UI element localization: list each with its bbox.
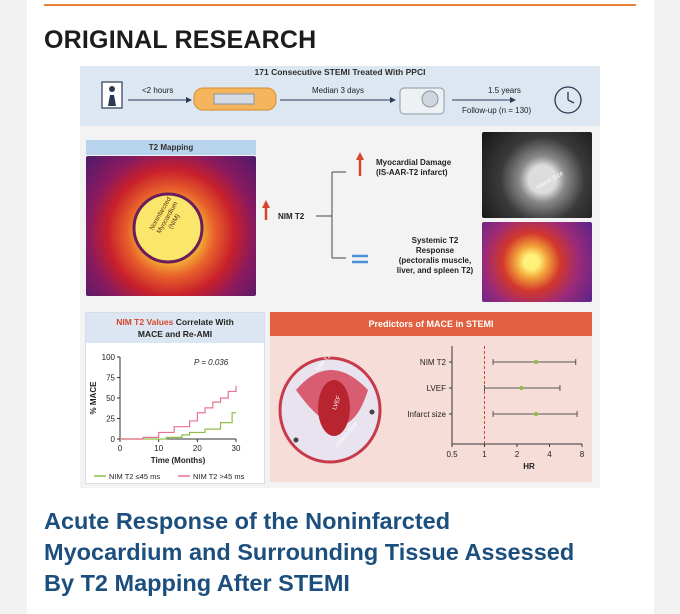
myocardial-damage-label: Myocardial Damage (IS-AAR-T2 infarct) bbox=[376, 158, 452, 177]
forest-category-label: LVEF bbox=[427, 384, 447, 393]
forest-plot: 0.5 1 2 4 8HR NIM T2 LVEF Infarct size bbox=[407, 346, 585, 471]
km-y-tick-label: 100 bbox=[102, 353, 116, 362]
lge-image bbox=[482, 132, 592, 218]
forest-x-tick-label: 1 bbox=[482, 450, 487, 459]
km-legend-low: NIM T2 ≤45 ms bbox=[109, 472, 160, 481]
headline-line-2: Myocardium and Surrounding Tissue Assess… bbox=[44, 539, 575, 565]
km-y-tick-label: 50 bbox=[106, 394, 115, 403]
timeline-step-3b: Follow-up (n = 130) bbox=[462, 106, 532, 115]
forest-category-label: Infarct size bbox=[407, 410, 446, 419]
clock-icon bbox=[554, 86, 582, 114]
km-x-tick-label: 20 bbox=[193, 444, 202, 453]
km-panel: NIM T2 Values Correlate With MACE and Re… bbox=[85, 312, 265, 484]
km-x-tick-label: 0 bbox=[118, 444, 123, 453]
up-arrow-damage bbox=[356, 152, 364, 160]
nim-circle-overlay bbox=[132, 192, 204, 264]
predictors-title: Predictors of MACE in STEMI bbox=[270, 312, 592, 336]
km-y-tick-label: 75 bbox=[106, 374, 115, 383]
km-series-line bbox=[120, 412, 236, 440]
up-arrow-nim bbox=[262, 200, 270, 208]
systemic-response-label: Systemic T2 Response (pectoralis muscle,… bbox=[396, 236, 474, 275]
km-title: NIM T2 Values Correlate With MACE and Re… bbox=[86, 313, 264, 343]
timeline-step-2: Median 3 days bbox=[312, 86, 365, 95]
t2-mapping-title: T2 Mapping bbox=[86, 140, 256, 155]
forest-x-axis-label: HR bbox=[523, 462, 535, 471]
km-x-tick-label: 10 bbox=[154, 444, 163, 453]
heart-illustration bbox=[278, 356, 382, 464]
km-legend-high: NIM T2 >45 ms bbox=[193, 472, 245, 481]
timeline-step-1: <2 hours bbox=[142, 86, 174, 95]
forest-point-estimate bbox=[533, 359, 539, 365]
forest-x-tick-label: 2 bbox=[515, 450, 520, 459]
headline-line-3: By T2 Mapping After STEMI bbox=[44, 570, 350, 596]
km-chart: 0 25 50 75 100 0 10 20 30 P = 0.036 % MACE Time (Mo… bbox=[89, 353, 245, 481]
forest-category-label: NIM T2 bbox=[420, 358, 447, 367]
section-label: ORIGINAL RESEARCH bbox=[44, 26, 317, 54]
predictors-panel: Predictors of MACE in STEMI NIM T2 LVEF … bbox=[270, 312, 592, 482]
km-x-tick-label: 30 bbox=[232, 444, 241, 453]
timeline-graphics bbox=[101, 81, 582, 115]
forest-x-tick-label: 0.5 bbox=[446, 450, 458, 459]
forest-x-tick-label: 4 bbox=[547, 450, 552, 459]
timeline-step-3a: 1.5 years bbox=[488, 86, 521, 95]
forest-point-estimate bbox=[519, 385, 524, 391]
km-p-value: P = 0.036 bbox=[194, 358, 229, 367]
forest-x-tick-label: 8 bbox=[580, 450, 585, 459]
article-headline[interactable]: Acute Response of the Noninfarcted Myoca… bbox=[44, 506, 644, 599]
km-y-tick-label: 0 bbox=[111, 435, 116, 444]
km-series-line bbox=[120, 385, 237, 440]
forest-point-estimate bbox=[533, 411, 539, 417]
central-illustration[interactable]: 171 Consecutive STEMI Treated With PPCI … bbox=[80, 66, 600, 488]
km-y-tick-label: 25 bbox=[106, 415, 115, 424]
timeline-title: 171 Consecutive STEMI Treated With PPCI bbox=[254, 67, 426, 77]
headline-line-1: Acute Response of the Noninfarcted bbox=[44, 508, 451, 534]
systemic-t2-image bbox=[482, 222, 592, 302]
branch-diagram bbox=[262, 152, 368, 264]
km-x-axis-label: Time (Months) bbox=[151, 456, 206, 465]
nim-t2-label: NIM T2 bbox=[278, 212, 305, 221]
accent-divider bbox=[44, 4, 636, 6]
study-timeline-band: 171 Consecutive STEMI Treated With PPCI … bbox=[80, 66, 600, 126]
km-y-axis-label: % MACE bbox=[89, 381, 98, 415]
